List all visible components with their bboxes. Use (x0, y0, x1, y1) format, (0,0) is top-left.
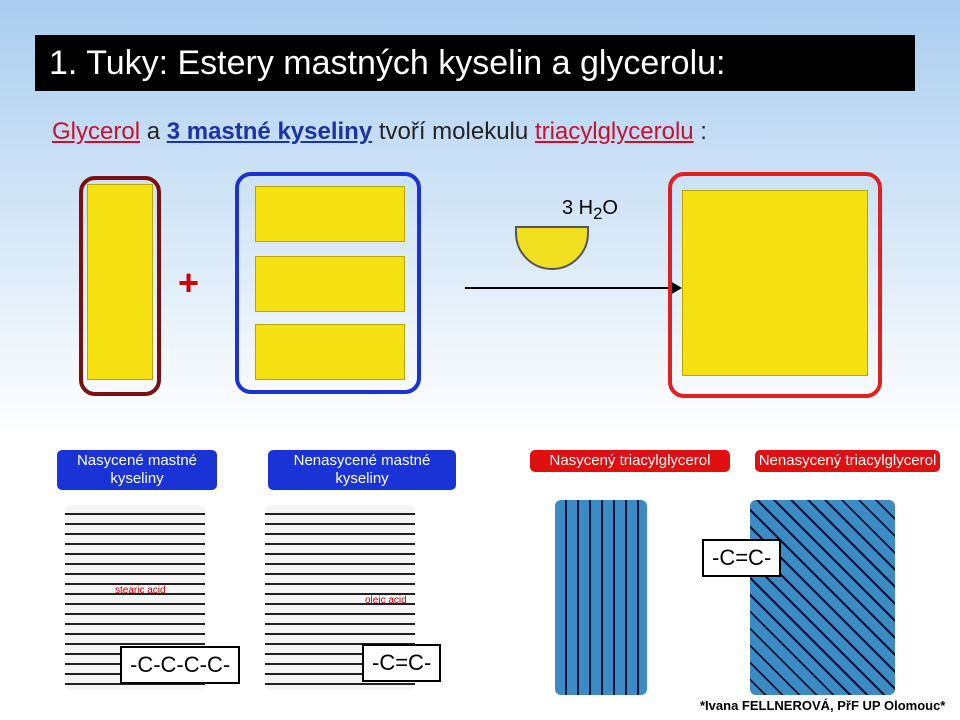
label-unsaturated-tag: Nenasycený triacylglycerol (755, 450, 940, 472)
water-label: 3 H2O (562, 197, 618, 223)
formula-single-bonds: -C-C-C-C- (120, 646, 241, 684)
plus-sign: + (178, 262, 200, 303)
fatty-acids-box (235, 172, 421, 394)
label-saturated-fa: Nasycené mastné kyseliny (57, 450, 217, 490)
saturated-tag-model (555, 500, 647, 695)
label-unsaturated-fa: Nenasycené mastné kyseliny (268, 450, 456, 490)
credit: *Ivana FELLNEROVÁ, PřF UP Olomouc* (700, 698, 946, 713)
label-saturated-tag: Nasycený triacylglycerol (530, 450, 730, 472)
water-arrow-icon (515, 226, 589, 270)
unsaturated-tag-model (750, 500, 895, 695)
subtitle: Glycerol a 3 mastné kyseliny tvoří molek… (52, 118, 707, 145)
reaction-arrow-icon (465, 287, 675, 289)
formula-double-bond-tag: -C=C- (702, 539, 782, 577)
triacylglycerol-box (668, 172, 882, 398)
slide-title: 1. Tuky: Estery mastných kyselin a glyce… (35, 35, 915, 91)
glycerol-box (79, 176, 161, 396)
glycerol-structure (87, 184, 153, 380)
formula-double-bond: -C=C- (362, 644, 442, 682)
